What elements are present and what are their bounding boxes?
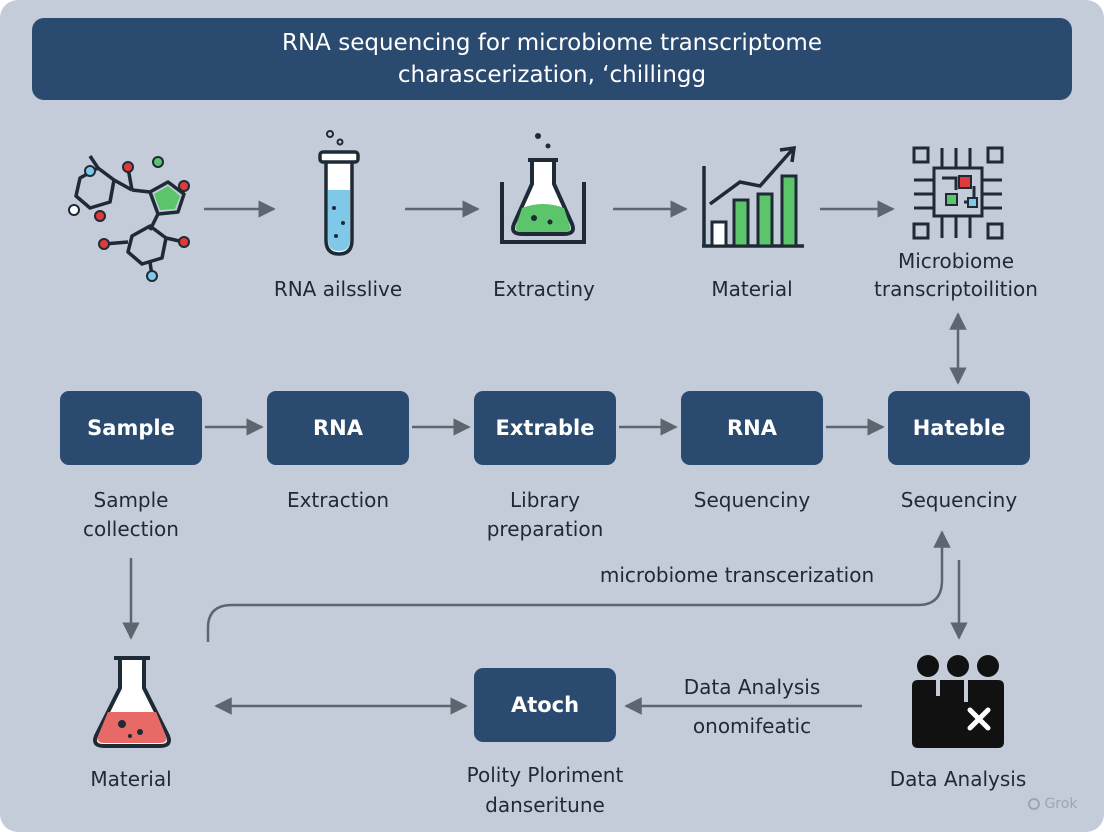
bottom-left-label: Material	[90, 767, 172, 791]
step-box-sample: Sample	[60, 391, 202, 465]
bottom-arrow-label-line-1: Data Analysis	[683, 675, 821, 699]
title-line-1: RNA sequencing for microbiome transcript…	[282, 30, 822, 56]
flask-icon	[500, 133, 586, 244]
step-box-hateble: Hateble	[888, 391, 1030, 465]
step-caption-2: Extraction	[286, 488, 390, 512]
step-caption-5: Sequenciny	[900, 488, 1018, 512]
molecule-icon	[68, 155, 190, 282]
top-label-5-line-1: Microbiome	[897, 249, 1015, 273]
watermark-text: Grok	[1044, 796, 1078, 812]
step-box-atoch: Atoch	[474, 668, 616, 742]
step-box-extrable: Extrable	[474, 391, 616, 465]
title-line-2: charascerization, ‘chillingg	[397, 62, 707, 88]
top-label-2: RNA ailsslive	[273, 277, 403, 301]
data-analysis-icon	[912, 655, 1004, 748]
step-caption-1-line-2: collection	[83, 517, 179, 541]
bottom-arrow-label-line-2: onomifeatic	[692, 714, 812, 738]
circuit-chip-icon	[912, 146, 1004, 240]
step-caption-3-line-1: Library	[510, 488, 580, 512]
top-label-5-line-2: transcriptoilition	[874, 277, 1038, 301]
step-box-rna: RNA	[267, 391, 409, 465]
grok-watermark: Grok	[1028, 796, 1077, 812]
arrow-loop	[206, 530, 951, 642]
beaker-icon	[93, 656, 171, 748]
bottom-right-label: Data Analysis	[889, 767, 1027, 791]
step-caption-3-line-2: preparation	[486, 517, 604, 541]
step-box-rna-2: RNA	[681, 391, 823, 465]
step-caption-1-line-1: Sample	[93, 488, 169, 512]
bottom-center-caption-line-2: danseritune	[485, 793, 605, 817]
bottom-center-caption-line-1: Polity Ploriment	[466, 763, 624, 787]
step-caption-4: Sequenciny	[693, 488, 811, 512]
loop-label: microbiome transcerization	[599, 563, 875, 587]
top-label-3: Extractiny	[493, 277, 595, 301]
test-tube-icon	[318, 130, 360, 256]
grok-logo-icon	[1028, 798, 1040, 810]
title-banner: RNA sequencing for microbiome transcript…	[32, 18, 1072, 100]
bar-chart-icon	[702, 145, 804, 248]
top-label-4: Material	[711, 277, 793, 301]
